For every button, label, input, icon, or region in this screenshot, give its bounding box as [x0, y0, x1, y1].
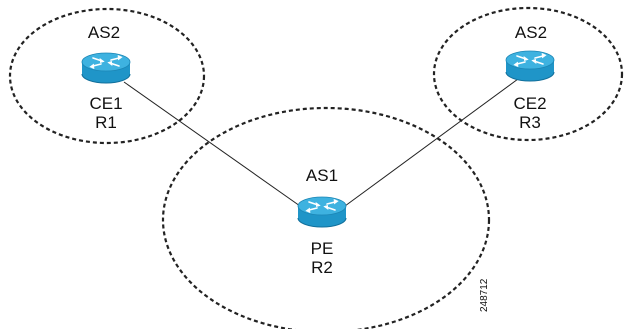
- router-name-label-r2: R2: [311, 258, 333, 277]
- as-label-left: AS2: [87, 23, 121, 42]
- router-role-label-r2: PE: [310, 239, 334, 258]
- router-role-label-r1: CE1: [89, 94, 123, 113]
- router-icon: [297, 196, 347, 228]
- link-r2-r3: [344, 78, 519, 207]
- link-r1-r2: [123, 81, 301, 207]
- router-icon: [505, 50, 555, 82]
- as-boundary-center: [161, 106, 491, 329]
- router-name-label-r3: R3: [519, 113, 541, 132]
- figure-id: 248712: [479, 278, 490, 312]
- as-label-right: AS2: [514, 23, 548, 42]
- as-label-center: AS1: [305, 166, 339, 185]
- as-boundary-right: [432, 6, 624, 142]
- router-icon: [81, 52, 131, 84]
- as-boundary-left: [8, 7, 206, 145]
- router-role-label-r3: CE2: [513, 94, 547, 113]
- router-name-label-r1: R1: [95, 113, 117, 132]
